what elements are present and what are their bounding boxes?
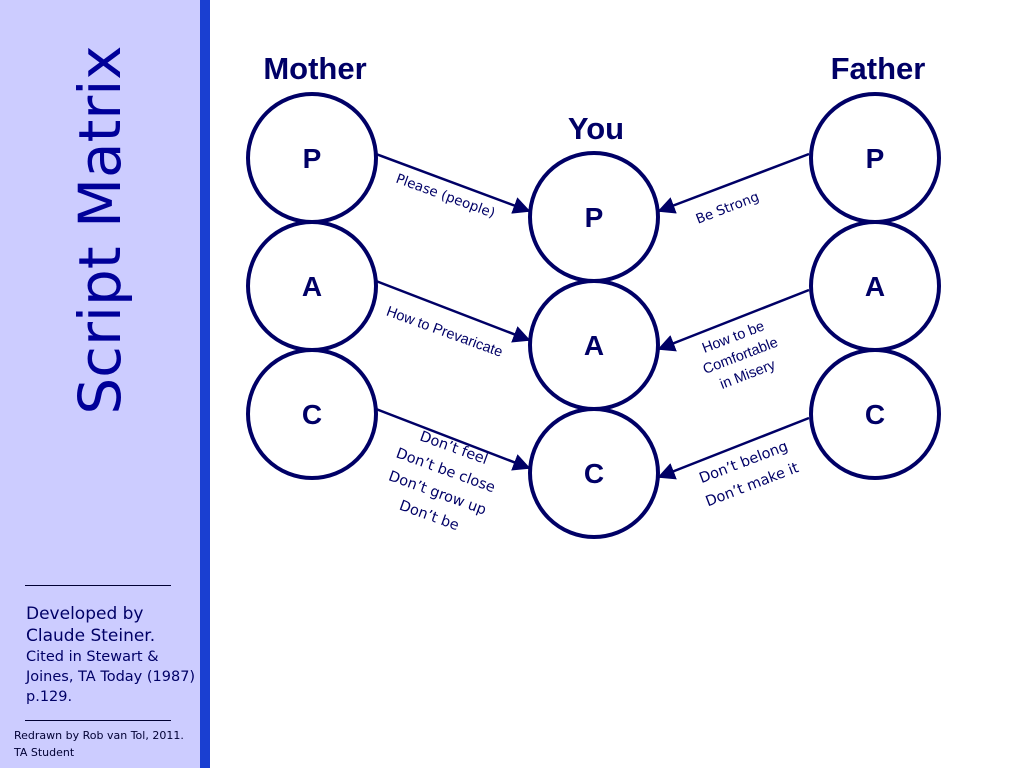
message-group-father-adult: How to be Comfortable in Misery [700,318,780,392]
arrow-father-child [657,416,810,480]
you-child-letter: C [584,458,604,489]
father-adult-letter: A [865,271,885,302]
credit-line-3: Cited in Stewart & Joines, TA Today (198… [26,649,196,705]
divider-top [25,585,171,586]
divider-bottom [25,720,171,721]
message-group-father-child: Don’t belong Don’t make it [697,439,801,511]
arrow-mother-adult [375,279,531,343]
father-child-circle [809,348,941,480]
credit-block: Developed by Claude Steiner. Cited in St… [26,603,196,707]
mother-parent-letter: P [303,143,322,174]
mother-adult-letter: A [302,271,322,302]
arrow-father-adult [657,288,810,352]
message-please-people: Please (people) [394,171,498,222]
credit-line-2: Claude Steiner. [26,626,156,646]
you-adult-letter: A [584,330,604,361]
sidebar-stripe [200,0,210,768]
redrawn-note: Redrawn by Rob van Tol, 2011. TA Student [14,729,184,759]
mother-child-circle [246,348,378,480]
sidebar [0,0,200,768]
message-how-to-prevaricate: How to Prevaricate [384,304,505,361]
arrow-mother-parent [375,152,531,214]
you-parent-letter: P [585,202,604,233]
father-label: Father [831,51,926,86]
mother-child-letter: C [302,399,322,430]
father-parent-letter: P [866,143,885,174]
message-group-mother-child: Don’t feel Don’t be close Don’t grow up … [386,429,497,535]
you-label: You [568,111,624,146]
father-child-letter: C [865,399,885,430]
mother-label: Mother [263,51,366,86]
arrow-mother-child [375,407,531,471]
arrow-father-parent [657,152,810,214]
credit-line-1: Developed by [26,604,144,624]
